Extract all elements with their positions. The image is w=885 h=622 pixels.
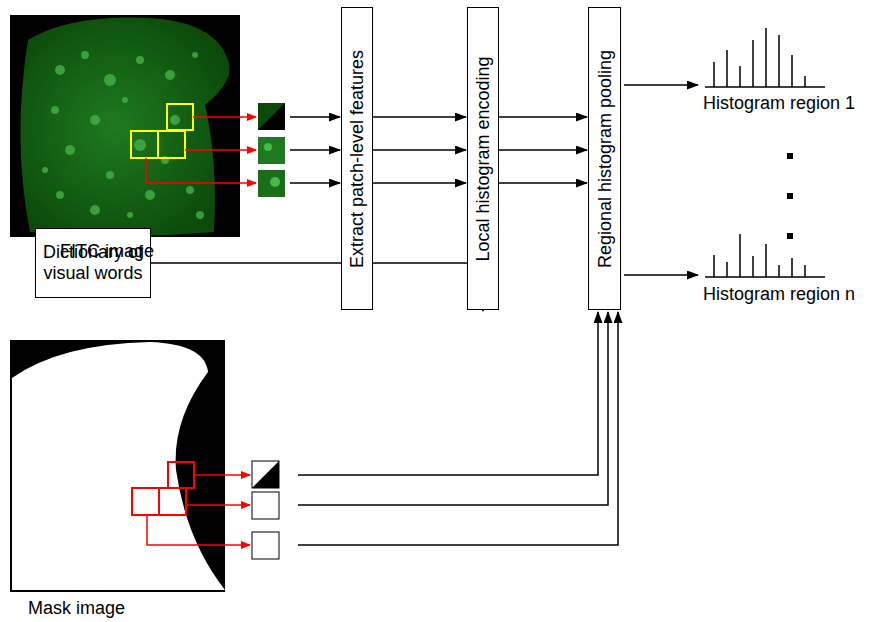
box-label: Regional histogram pooling	[594, 49, 615, 267]
image-caption: FITC image	[60, 241, 154, 262]
flow-arrow	[151, 263, 483, 311]
flow-arrow	[499, 116, 587, 118]
fitc-image	[10, 15, 340, 237]
box-label: Local histogram encoding	[473, 56, 494, 261]
flow-arrow	[373, 149, 466, 151]
ellipsis-dots	[787, 153, 793, 239]
flow-arrow	[373, 116, 466, 118]
process-box: Regional histogram pooling	[588, 7, 621, 310]
flow-arrow	[499, 182, 587, 184]
mask-image	[10, 312, 618, 592]
dictionary-box: Dictionary of visual words	[35, 228, 151, 298]
process-box: Extract patch-level features	[341, 7, 373, 310]
process-box: Local histogram encoding	[467, 7, 499, 310]
histogram-caption: Histogram region n	[703, 284, 855, 305]
flow-arrow	[373, 182, 466, 184]
histograms	[624, 28, 825, 277]
box-label: Extract patch-level features	[347, 49, 368, 267]
histogram-caption: Histogram region 1	[703, 93, 855, 114]
image-caption: Mask image	[28, 598, 125, 619]
flow-arrow	[499, 149, 587, 151]
